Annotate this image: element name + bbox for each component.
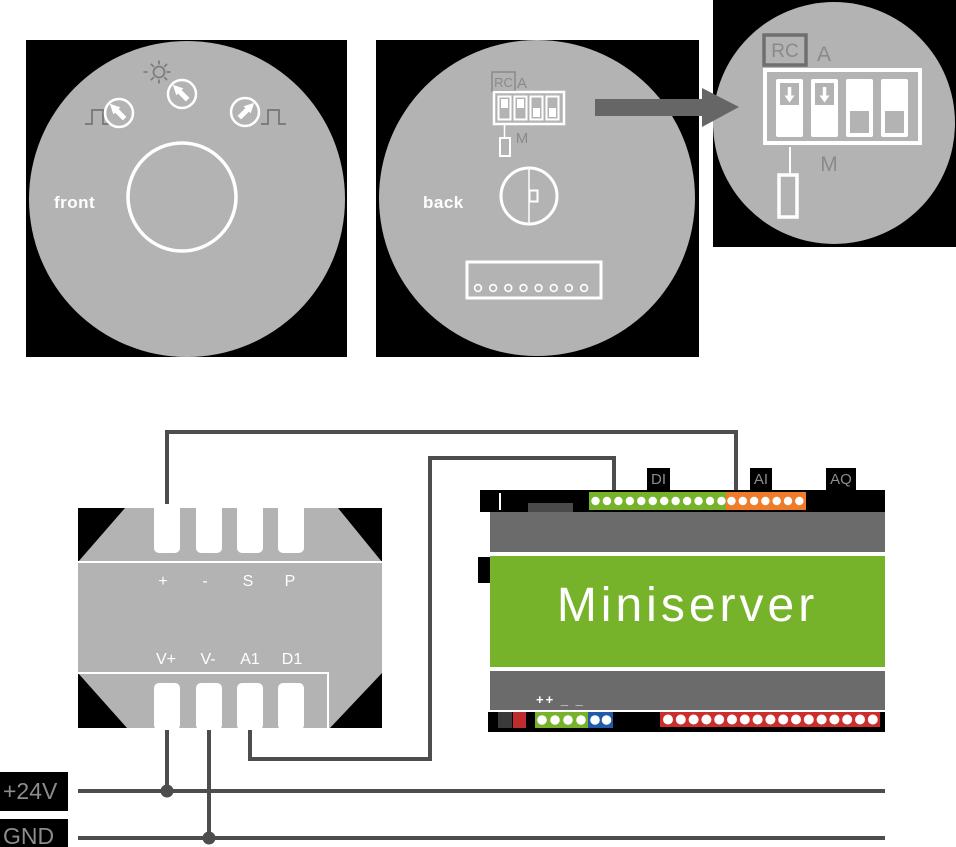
front-view-label: front bbox=[54, 193, 96, 212]
body-green-band bbox=[490, 556, 885, 667]
dip-switch-1 bbox=[497, 95, 512, 121]
di-label-chip: DI bbox=[647, 468, 670, 492]
zoom-callout-arrow-icon bbox=[595, 88, 739, 127]
lens-ring bbox=[126, 141, 238, 253]
di-connector-dots bbox=[591, 496, 726, 506]
dip-knob-3 bbox=[533, 108, 540, 117]
dip-switch-frame bbox=[763, 68, 922, 145]
screw-center-square bbox=[528, 189, 539, 203]
dip-switch-3 bbox=[529, 95, 544, 121]
bottom-red-module bbox=[513, 712, 526, 728]
m-label: M bbox=[820, 153, 838, 176]
rail-24v-label: +24V bbox=[0, 772, 68, 811]
aq-label-chip: AQ bbox=[826, 468, 856, 492]
rc-label-box bbox=[762, 33, 808, 67]
front-view-panel: front bbox=[26, 40, 347, 357]
terminal-label-p: P bbox=[285, 573, 296, 590]
back-view-graphic: RC A M bbox=[379, 40, 695, 356]
junction-dot-gnd bbox=[202, 831, 216, 845]
bottom-separator-line bbox=[78, 672, 329, 728]
din-clip-tab bbox=[478, 557, 490, 583]
wire-a1-to-di bbox=[248, 456, 616, 761]
bottom-green-connector bbox=[535, 712, 588, 728]
bottom-blue-dots bbox=[590, 715, 612, 725]
sun-icon bbox=[143, 60, 171, 84]
terminal-bottom-2 bbox=[196, 683, 222, 730]
back-connector-holes bbox=[473, 283, 589, 293]
down-arrow-icon bbox=[819, 87, 830, 103]
dip-detail-graphic: RC A M bbox=[713, 2, 955, 244]
di-connector-strip bbox=[589, 492, 726, 510]
dip-knob-2 bbox=[517, 99, 524, 108]
terminal-bottom-4 bbox=[278, 683, 304, 730]
back-connector-block bbox=[465, 260, 603, 300]
a-label: A bbox=[517, 75, 527, 92]
dip-detail-panel: RC A M bbox=[713, 0, 956, 247]
ai-connector-dots bbox=[727, 496, 804, 506]
terminal-bottom-1 bbox=[154, 683, 180, 730]
terminal-label-vminus: V- bbox=[200, 651, 215, 668]
dip-switch-2 bbox=[513, 95, 528, 121]
top-left-tick bbox=[499, 493, 501, 510]
bottom-red-dots bbox=[663, 714, 878, 725]
terminal-label-d1: D1 bbox=[282, 651, 303, 668]
sensor-terminal-graphic: + - S P V+ V- A1 D1 bbox=[78, 504, 382, 730]
ai-label-chip: AI bbox=[750, 468, 772, 492]
dip-switch-4 bbox=[545, 95, 560, 121]
sensor-terminal-block: + - S P V+ V- A1 D1 bbox=[78, 504, 382, 742]
junction-dot-24v bbox=[160, 784, 174, 798]
dip-knob-4 bbox=[549, 108, 556, 117]
dial-lux bbox=[166, 78, 198, 110]
dip-switch-frame bbox=[492, 90, 566, 126]
m-label: M bbox=[516, 130, 529, 147]
bottom-dark-module bbox=[498, 712, 512, 728]
terminal-top-1 bbox=[154, 504, 180, 553]
dip-knob-4 bbox=[885, 111, 904, 133]
dial-pulse-left bbox=[103, 97, 135, 129]
top-module-bump bbox=[528, 503, 573, 512]
back-view-panel: RC A M back bbox=[376, 40, 699, 357]
sensor-body bbox=[78, 508, 382, 728]
a-label: A bbox=[817, 43, 831, 66]
miniserver-name-label: Miniserver bbox=[556, 579, 819, 632]
rc-label: RC bbox=[771, 41, 798, 62]
front-view-graphic bbox=[29, 41, 345, 357]
terminal-bottom-3 bbox=[237, 683, 263, 730]
miniserver-power-terminal-label: ++ _ _ bbox=[536, 692, 585, 707]
miniserver-graphic bbox=[478, 490, 885, 732]
body-bottom-band bbox=[490, 671, 885, 710]
pulse-icon-left bbox=[85, 109, 110, 125]
miniserver: DI AI AQ Miniserver ++ _ _ bbox=[478, 468, 885, 732]
jumper bbox=[777, 173, 799, 219]
terminal-label-minus: - bbox=[202, 573, 207, 590]
dip-knob-3 bbox=[850, 111, 869, 133]
terminal-top-2 bbox=[196, 504, 222, 553]
terminal-top-4 bbox=[278, 504, 304, 553]
terminal-label-plus: + bbox=[158, 573, 167, 590]
terminal-label-s: S bbox=[243, 573, 254, 590]
pulse-icon-right bbox=[261, 109, 286, 125]
down-arrow-icon bbox=[784, 87, 795, 103]
dial-pulse-right bbox=[229, 96, 261, 128]
rc-label: RC bbox=[494, 75, 513, 90]
terminal-label-vplus: V+ bbox=[156, 651, 176, 668]
rail-gnd-label: GND bbox=[0, 819, 68, 847]
bottom-green-dots bbox=[537, 715, 586, 725]
wire-plus-to-ai bbox=[165, 430, 738, 506]
body-top-band bbox=[490, 512, 885, 552]
dip-knob-1 bbox=[501, 99, 508, 108]
back-view-label: back bbox=[423, 193, 464, 212]
terminal-label-a1: A1 bbox=[240, 651, 260, 668]
terminal-top-3 bbox=[237, 504, 263, 553]
jumper bbox=[499, 137, 511, 157]
